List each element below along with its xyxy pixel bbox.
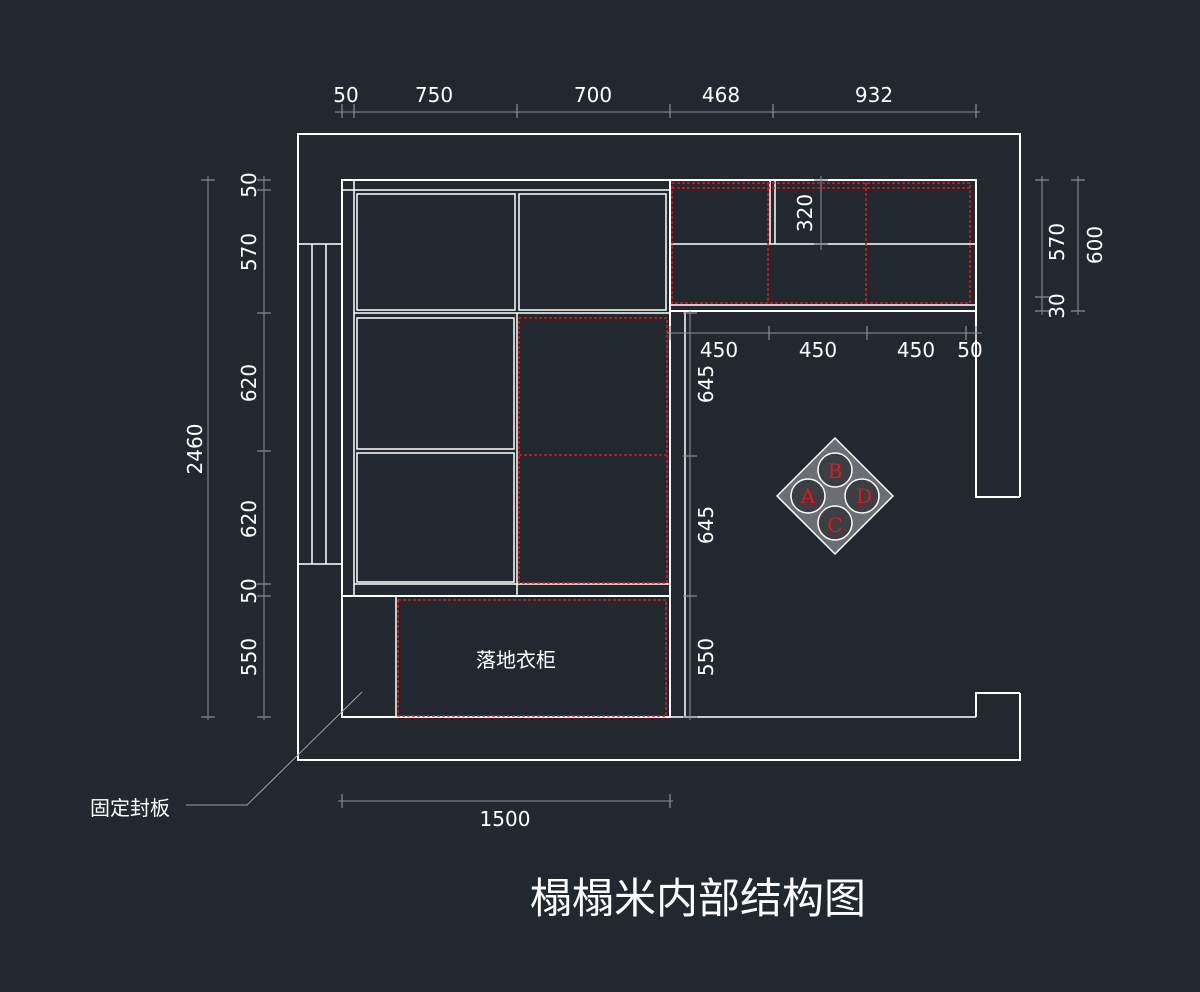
dim-top-3: 468 bbox=[702, 83, 740, 107]
dim-ub-3: 50 bbox=[957, 338, 982, 362]
upper-bottom-dimensions: 450 450 450 50 bbox=[667, 326, 983, 362]
main-cabinet bbox=[341, 179, 671, 597]
dim-top-0: 50 bbox=[333, 83, 358, 107]
dim-upper-inner: 320 bbox=[793, 194, 817, 232]
compass-symbol: B A D C bbox=[775, 436, 895, 556]
hidden-lines-main bbox=[518, 317, 668, 584]
dim-top-4: 932 bbox=[855, 83, 893, 107]
outer-wall bbox=[297, 133, 1021, 761]
compass-c: C bbox=[827, 513, 842, 537]
far-right-dimensions: 570 30 600 bbox=[1035, 176, 1107, 319]
floor-wardrobe: 落地衣柜 bbox=[341, 595, 671, 718]
compass-d: D bbox=[856, 484, 872, 508]
dim-top-1: 750 bbox=[415, 83, 453, 107]
dim-ub-0: 450 bbox=[700, 338, 738, 362]
compass-a: A bbox=[800, 484, 816, 508]
wardrobe-label: 落地衣柜 bbox=[476, 648, 556, 672]
dim-left-4: 50 bbox=[237, 578, 261, 603]
dim-left-0: 50 bbox=[237, 172, 261, 197]
dim-left-3: 620 bbox=[237, 500, 261, 538]
left-total-dimension: 2460 bbox=[183, 176, 215, 720]
upper-inner-dimension: 320 bbox=[793, 176, 828, 250]
dim-mid-2: 550 bbox=[694, 638, 718, 676]
drawing-title: 榻榻米内部结构图 bbox=[530, 874, 866, 923]
left-dimensions: 50 570 620 620 50 550 bbox=[237, 172, 271, 720]
fixed-panel-strip bbox=[297, 243, 343, 565]
dim-left-5: 550 bbox=[237, 638, 261, 676]
dim-bottom: 1500 bbox=[480, 807, 531, 831]
fixed-panel-leader: 固定封板 bbox=[90, 691, 363, 820]
dim-fr-0: 570 bbox=[1045, 223, 1069, 261]
dim-fr-total: 600 bbox=[1083, 226, 1107, 264]
dim-ub-2: 450 bbox=[897, 338, 935, 362]
dim-ub-1: 450 bbox=[799, 338, 837, 362]
dim-left-2: 620 bbox=[237, 364, 261, 402]
compass-b: B bbox=[828, 459, 843, 483]
dim-mid-1: 645 bbox=[694, 506, 718, 544]
dim-left-1: 570 bbox=[237, 233, 261, 271]
dim-left-total: 2460 bbox=[183, 424, 207, 475]
dim-top-2: 700 bbox=[574, 83, 612, 107]
bottom-dimension: 1500 bbox=[338, 794, 673, 831]
fixed-panel-label: 固定封板 bbox=[90, 796, 170, 820]
dim-fr-1: 30 bbox=[1045, 293, 1069, 318]
dim-mid-0: 645 bbox=[694, 365, 718, 403]
top-dimensions: 50 750 700 468 932 bbox=[333, 83, 980, 118]
mid-right-dimensions: 645 645 550 bbox=[683, 311, 718, 720]
upper-cabinet bbox=[669, 179, 977, 312]
